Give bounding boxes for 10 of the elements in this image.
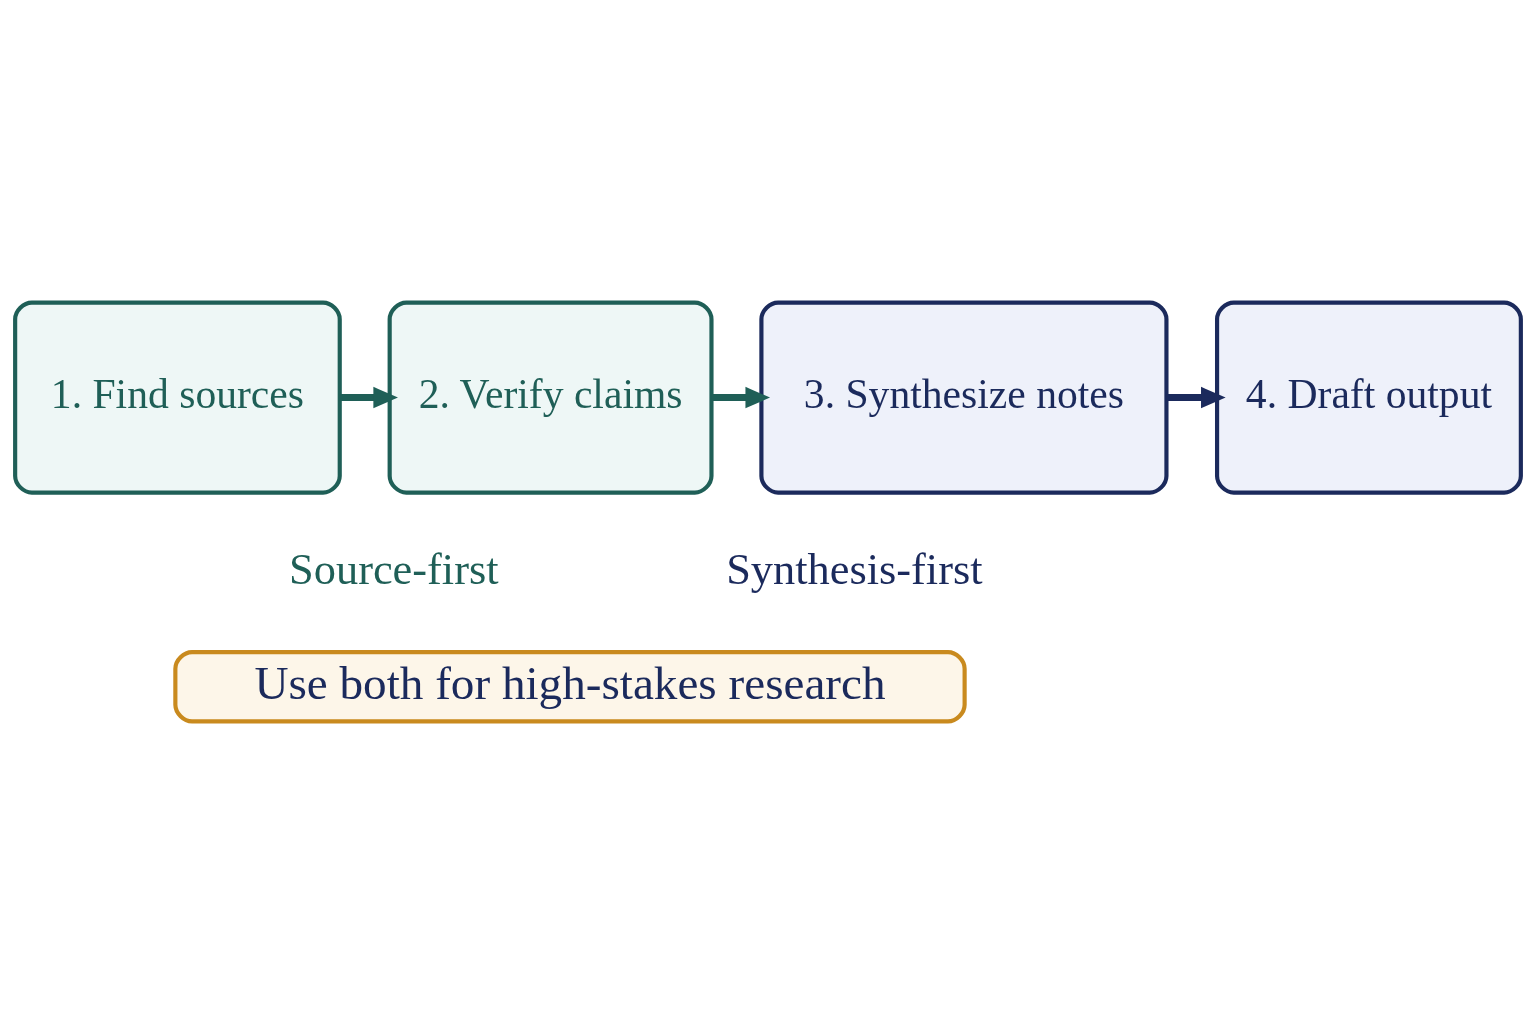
node-box: 4. Draft output (1215, 300, 1523, 495)
arrow (339, 386, 398, 409)
node-box: 2. Verify claims (387, 300, 714, 495)
node-box: Use both for high-stakes research (173, 650, 967, 724)
arrow (1166, 386, 1226, 409)
label: Source-first (289, 543, 499, 594)
node-box: 3. Synthesize notes (759, 300, 1169, 495)
label: Synthesis-first (726, 543, 983, 594)
node-box: 1. Find sources (13, 300, 342, 495)
arrow (711, 386, 771, 409)
